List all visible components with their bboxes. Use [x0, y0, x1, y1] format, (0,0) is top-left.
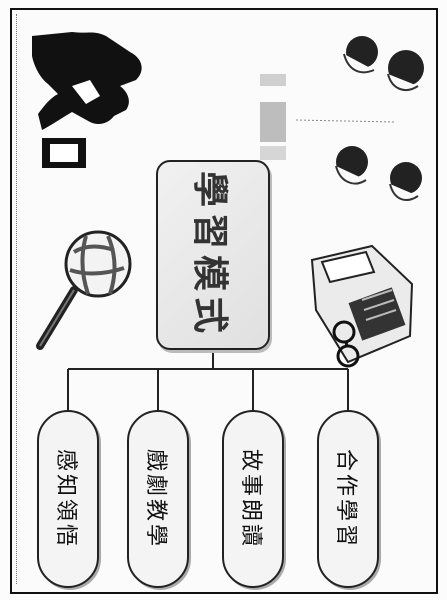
branch-label: 感知領悟: [53, 448, 78, 550]
branch-node-drama: 戲劇教學: [127, 410, 189, 588]
magnifier-globe-icon: [36, 230, 132, 350]
conversation-faces-icon: [260, 36, 424, 201]
center-node-label: 學習模式: [189, 170, 230, 340]
branch-node-perception: 感知領悟: [37, 410, 99, 588]
branch-label: 合作學習: [333, 448, 358, 550]
scan-edge-line: [16, 14, 18, 584]
branch-node-cooperative: 合作學習: [317, 410, 379, 588]
teacher-student-silhouette-icon: [32, 32, 142, 168]
branch-label: 故事朗讀: [238, 448, 263, 550]
center-node: 學習模式: [156, 160, 270, 350]
branch-node-storytelling: 故事朗讀: [222, 410, 284, 588]
branch-label: 戲劇教學: [143, 448, 168, 550]
typewriter-glasses-icon: [310, 244, 414, 368]
